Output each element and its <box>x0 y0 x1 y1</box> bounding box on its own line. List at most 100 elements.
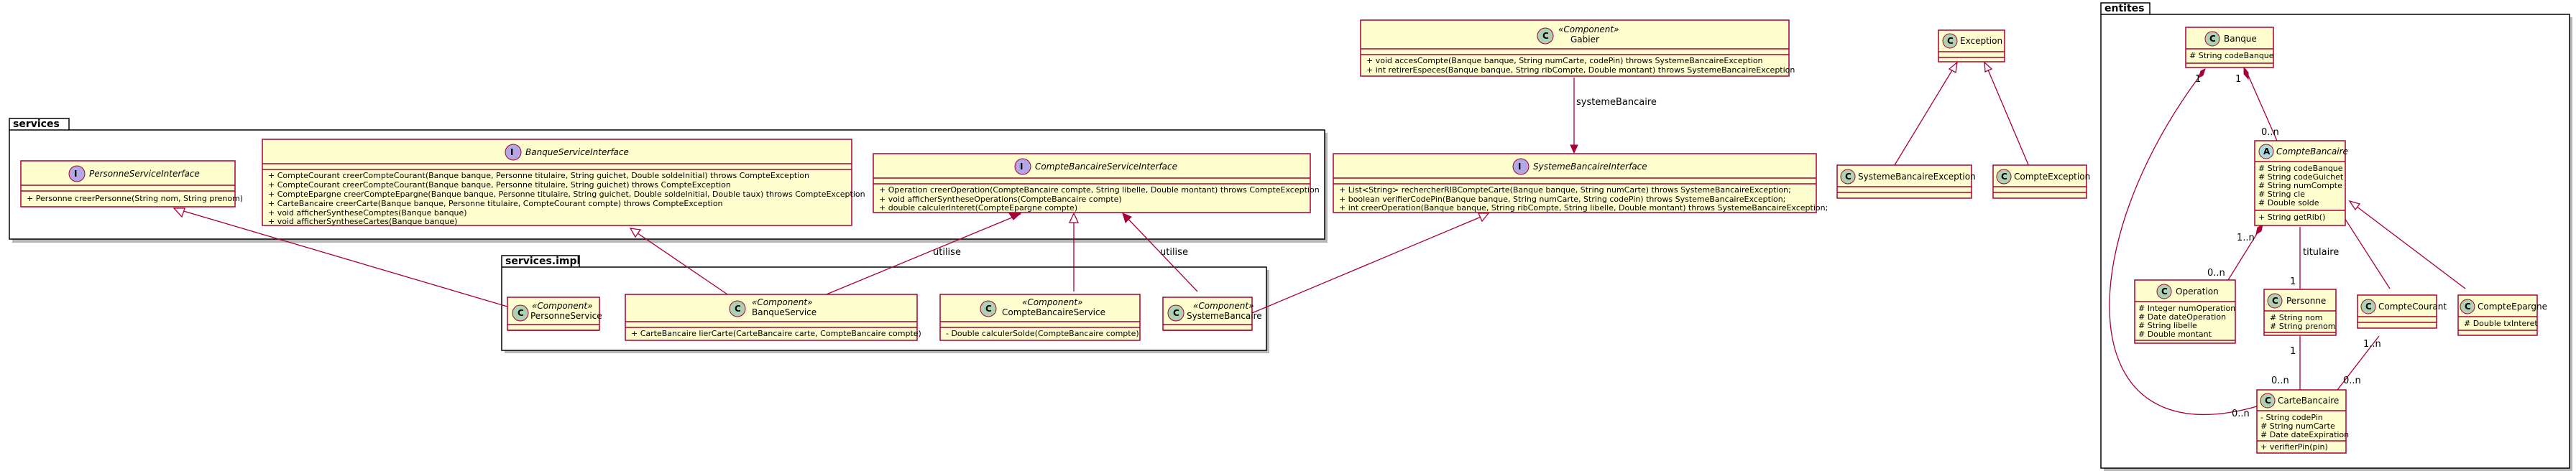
class-operation[interactable]: C Operation # Integer numOperation # Dat… <box>2134 279 2236 344</box>
realization-arrowhead <box>629 228 642 238</box>
relation-label-titulaire: titulaire <box>2303 247 2339 258</box>
svg-text:A: A <box>2263 146 2271 157</box>
class-compte-bancaire-service-interface[interactable]: I CompteBancaireServiceInterface + Opera… <box>873 153 1320 213</box>
class-badge-icon <box>729 300 746 317</box>
class-banque-service-interface[interactable]: I BanqueServiceInterface + CompteCourant… <box>262 139 865 226</box>
svg-text:C: C <box>518 308 524 318</box>
class-badge-icon <box>1996 169 2012 185</box>
class-name: SystemeBancaire <box>1187 311 1262 321</box>
relation-label-utilise-2: utilise <box>1160 247 1188 258</box>
package-services-impl-title: services.impl <box>505 256 580 267</box>
svg-text:+ void afficherSyntheseComptes: + void afficherSyntheseComptes(Banque ba… <box>268 208 467 218</box>
composition-banque-compte <box>2245 68 2278 141</box>
class-badge-icon <box>1840 169 1856 185</box>
svg-text:# Double montant: # Double montant <box>2138 330 2212 339</box>
package-services-title: services <box>13 118 60 130</box>
class-badge-icon <box>2460 299 2475 314</box>
class-carte-bancaire[interactable]: C CarteBancaire - String codePin # Strin… <box>2256 389 2349 454</box>
svg-text:C: C <box>985 304 992 314</box>
class-name: CompteException <box>2014 172 2090 182</box>
svg-text:+ CarteBancaire creerCarte(Ban: + CarteBancaire creerCarte(Banque banque… <box>268 199 723 208</box>
svg-text:I: I <box>510 147 513 157</box>
svg-text:+ CompteEpargne creerCompteEpa: + CompteEpargne creerCompteEpargne(Banqu… <box>268 190 865 199</box>
svg-text:+ CarteBancaire lierCarte(Cart: + CarteBancaire lierCarte(CarteBancaire … <box>631 329 921 338</box>
class-systeme-bancaire-exception[interactable]: C SystemeBancaireException <box>1836 164 1976 199</box>
package-entites: entites <box>2100 2 2572 471</box>
svg-text:# String codeBanque: # String codeBanque <box>2258 164 2343 173</box>
class-personne-service-interface[interactable]: I PersonneServiceInterface + Personne cr… <box>20 160 243 207</box>
mult-compte-op-1: 1..n <box>2237 233 2255 243</box>
inheritance-arrowhead <box>1948 61 1958 74</box>
class-exception[interactable]: C Exception <box>1938 29 2005 62</box>
realization-personne-service <box>173 207 508 307</box>
class-compte-exception[interactable]: C CompteException <box>1992 164 2090 199</box>
svg-text:- Double calculerSolde(CompteB: - Double calculerSolde(CompteBancaire co… <box>946 329 1139 338</box>
class-compte-epargne[interactable]: C CompteEpargne # Double txInteret <box>2457 294 2547 336</box>
class-compte-courant[interactable]: C CompteCourant <box>2357 294 2447 329</box>
class-banque-service[interactable]: C «Component» BanqueService + CarteBanca… <box>625 294 921 341</box>
class-personne-service[interactable]: C «Component» PersonneService <box>507 297 602 331</box>
svg-text:# Double txInteret: # Double txInteret <box>2464 319 2538 328</box>
dependency-arrowhead <box>1122 213 1132 223</box>
mult-banque-carte-1: 1 <box>2195 74 2201 85</box>
composition-diamond <box>2243 66 2249 80</box>
inheritance-arrowhead <box>1984 61 1993 73</box>
mult-banque-compte-n: 0..n <box>2261 127 2279 138</box>
class-name: Personne <box>2286 296 2326 306</box>
svg-text:+ void afficherSyntheseOperati: + void afficherSyntheseOperations(Compte… <box>879 195 1122 204</box>
svg-text:I: I <box>1020 162 1023 172</box>
interface-badge-icon <box>1014 158 1031 175</box>
svg-text:C: C <box>735 304 741 314</box>
composition-diamond <box>2255 224 2263 235</box>
class-badge-icon <box>2267 293 2283 309</box>
class-badge-icon <box>2156 284 2172 299</box>
class-banque[interactable]: C Banque # String codeBanque <box>2185 27 2274 68</box>
association-arrowhead <box>1570 144 1578 154</box>
svg-text:+ boolean verifierCodePin(Banq: + boolean verifierCodePin(Banque banque,… <box>1339 195 1785 204</box>
mult-compte-op-n: 0..n <box>2207 268 2225 279</box>
svg-text:+ void accesCompte(Banque banq: + void accesCompte(Banque banque, String… <box>1366 56 1763 65</box>
class-stereotype: «Component» <box>1022 297 1082 307</box>
svg-text:+ List<String> rechercherRIBCo: + List<String> rechercherRIBCompteCarte(… <box>1339 185 1791 195</box>
class-name: BanqueService <box>752 307 816 317</box>
svg-text:+ String getRib(): + String getRib() <box>2258 213 2325 222</box>
abstract-badge-icon <box>2258 144 2274 159</box>
svg-text:I: I <box>74 169 77 179</box>
class-compte-bancaire-service[interactable]: C «Component» CompteBancaireService - Do… <box>939 294 1141 341</box>
svg-text:+ Personne creerPersonne(Strin: + Personne creerPersonne(String nom, Str… <box>27 194 243 203</box>
svg-text:# Date dateOperation: # Date dateOperation <box>2138 312 2226 322</box>
interface-badge-icon <box>1512 158 1530 175</box>
svg-text:C: C <box>2161 286 2168 297</box>
mult-personne-carte-1: 1 <box>2290 346 2296 357</box>
class-name: CompteBancaireServiceInterface <box>1035 162 1177 172</box>
svg-text:# String numCompte: # String numCompte <box>2258 181 2342 190</box>
svg-text:+ CompteCourant creerCompteCou: + CompteCourant creerCompteCourant(Banqu… <box>268 180 731 190</box>
class-name: Exception <box>1960 36 2002 46</box>
svg-text:+ CompteCourant creerCompteCou: + CompteCourant creerCompteCourant(Banqu… <box>268 171 809 180</box>
class-stereotype: «Component» <box>1193 301 1254 311</box>
svg-text:C: C <box>2272 296 2278 306</box>
svg-text:+ double calculerInteret(Compt: + double calculerInteret(CompteEpargne c… <box>879 203 1077 213</box>
class-systeme-bancaire-interface[interactable]: I SystemeBancaireInterface + List<String… <box>1333 153 1828 213</box>
dependency-utilise-2 <box>1123 213 1198 292</box>
class-compte-bancaire[interactable]: A CompteBancaire # String codeBanque # S… <box>2254 140 2348 226</box>
inheritance-compte-exception <box>1984 62 2036 182</box>
realization-arrowhead <box>1477 213 1490 223</box>
svg-text:I: I <box>1518 162 1521 172</box>
svg-text:+ int creerOperation(Banque ba: + int creerOperation(Banque banque, Stri… <box>1339 203 1828 213</box>
svg-text:# Integer numOperation: # Integer numOperation <box>2138 304 2235 313</box>
relation-label-utilise-1: utilise <box>933 247 961 258</box>
class-systeme-bancaire[interactable]: C «Component» SystemeBancaire <box>1162 297 1262 331</box>
class-name: CarteBancaire <box>2278 396 2339 406</box>
svg-text:C: C <box>2265 396 2271 406</box>
class-personne[interactable]: C Personne # String nom # String prenom <box>2263 289 2337 336</box>
class-gabier[interactable]: C «Component» Gabier + void accesCompte(… <box>1360 19 1795 77</box>
svg-text:# String libelle: # String libelle <box>2138 321 2197 330</box>
svg-text:+ verifierPin(pin): + verifierPin(pin) <box>2260 442 2328 452</box>
class-badge-icon <box>512 304 529 322</box>
svg-text:# String codeBanque: # String codeBanque <box>2189 51 2274 60</box>
svg-text:C: C <box>1845 172 1852 182</box>
class-name: PersonneServiceInterface <box>89 169 200 179</box>
svg-text:C: C <box>1947 36 1954 46</box>
interface-badge-icon <box>505 144 522 161</box>
